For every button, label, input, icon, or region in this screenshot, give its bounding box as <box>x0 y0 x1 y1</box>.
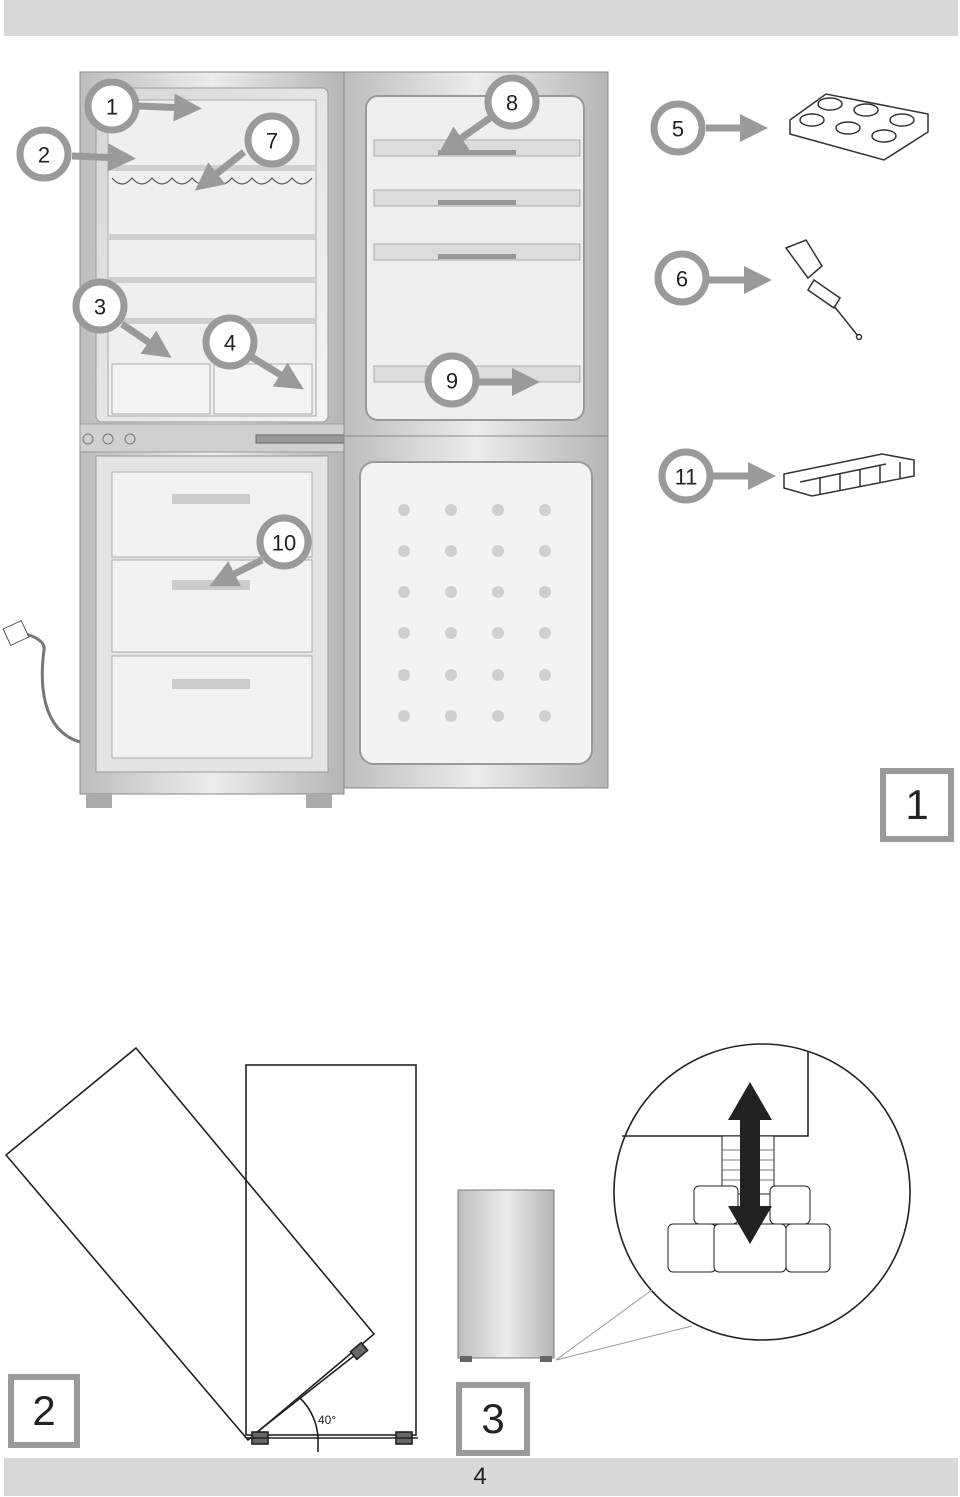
callout-7: 7 <box>244 112 300 168</box>
callout-number: 4 <box>224 331 236 356</box>
callout-number: 5 <box>672 117 684 142</box>
callout-number: 1 <box>106 95 118 120</box>
callout-8: 8 <box>484 74 540 130</box>
callout-number: 10 <box>272 531 296 556</box>
callout-number: 7 <box>266 129 278 154</box>
bottom-band <box>4 1458 958 1496</box>
page-number: 4 <box>473 1463 487 1490</box>
figure-3-illustration <box>457 1043 911 1362</box>
callout-3: 3 <box>72 278 128 334</box>
callout-2: 2 <box>16 126 72 182</box>
callout-11: 11 <box>658 448 714 504</box>
callout-number: 3 <box>94 295 106 320</box>
callout-number: 6 <box>676 267 688 292</box>
callout-4: 4 <box>202 314 258 370</box>
ice-scraper-sketch <box>784 239 863 341</box>
callout-number: 8 <box>506 91 518 116</box>
egg-tray-sketch <box>789 93 929 161</box>
callout-10: 10 <box>256 514 312 570</box>
callout-number: 9 <box>446 369 458 394</box>
callout-1: 1 <box>84 78 140 134</box>
freezer-door-dots <box>398 504 551 722</box>
callout-number: 2 <box>38 143 50 168</box>
top-band <box>4 0 958 36</box>
figure-2-label: 2 <box>8 1374 80 1448</box>
callout-arrows <box>71 93 776 587</box>
figure-3-label: 3 <box>456 1382 530 1456</box>
figure-1-label: 1 <box>880 768 954 842</box>
fridge-door-lower <box>343 435 609 789</box>
callout-9: 9 <box>424 352 480 408</box>
fridge-door-upper <box>343 71 609 437</box>
fridge-body <box>2 71 345 808</box>
angle-label: 40° <box>318 1413 336 1427</box>
callout-5: 5 <box>650 100 706 156</box>
ice-tray-sketch <box>783 453 915 497</box>
figure-2-illustration <box>4 1046 418 1452</box>
callout-number: 11 <box>675 465 698 490</box>
callout-6: 6 <box>654 250 710 306</box>
